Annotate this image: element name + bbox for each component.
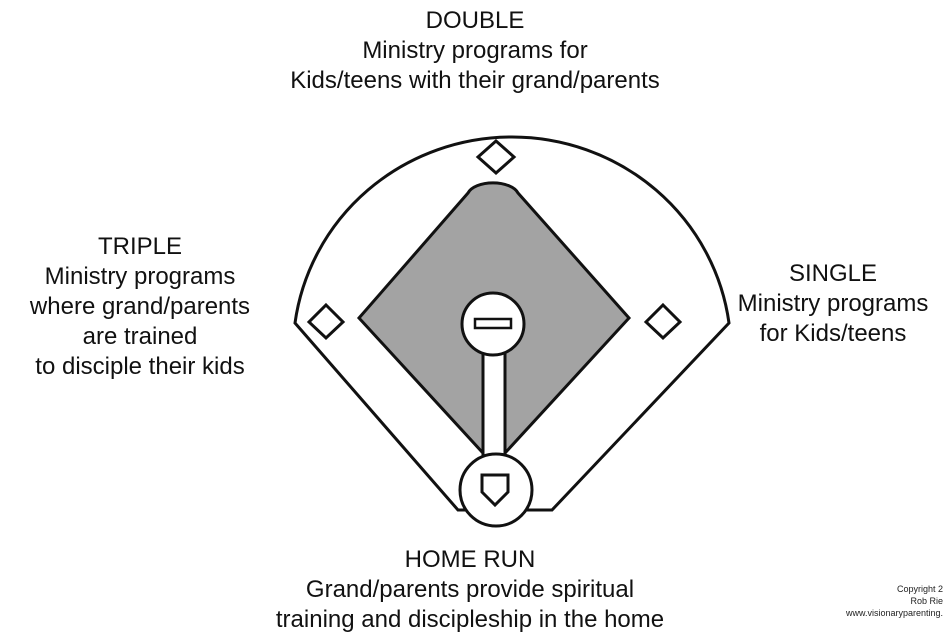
single-desc-line2: for Kids/teens <box>708 319 943 349</box>
triple-title: TRIPLE <box>0 232 280 262</box>
triple-desc-line4: to disciple their kids <box>0 352 280 382</box>
triple-label: TRIPLE Ministry programs where grand/par… <box>0 232 280 382</box>
triple-desc-line1: Ministry programs <box>0 262 280 292</box>
single-label: SINGLE Ministry programs for Kids/teens <box>708 259 943 349</box>
pitchers-rubber <box>475 319 511 328</box>
copyright-notice: Copyright 2 Rob Rie www.visionaryparenti… <box>803 583 943 619</box>
home-run-desc-line2: training and discipleship in the home <box>200 605 740 635</box>
home-run-desc-line1: Grand/parents provide spiritual <box>200 575 740 605</box>
copyright-website: www.visionaryparenting. <box>803 607 943 619</box>
home-run-title: HOME RUN <box>200 545 740 575</box>
copyright-line: Copyright 2 <box>803 583 943 595</box>
double-desc-line2: Kids/teens with their grand/parents <box>220 66 730 96</box>
triple-desc-line2: where grand/parents <box>0 292 280 322</box>
single-title: SINGLE <box>708 259 943 289</box>
double-title: DOUBLE <box>220 6 730 36</box>
copyright-author: Rob Rie <box>803 595 943 607</box>
single-desc-line1: Ministry programs <box>708 289 943 319</box>
triple-desc-line3: are trained <box>0 322 280 352</box>
double-desc-line1: Ministry programs for <box>220 36 730 66</box>
double-label: DOUBLE Ministry programs for Kids/teens … <box>220 6 730 96</box>
home-run-label: HOME RUN Grand/parents provide spiritual… <box>200 545 740 635</box>
